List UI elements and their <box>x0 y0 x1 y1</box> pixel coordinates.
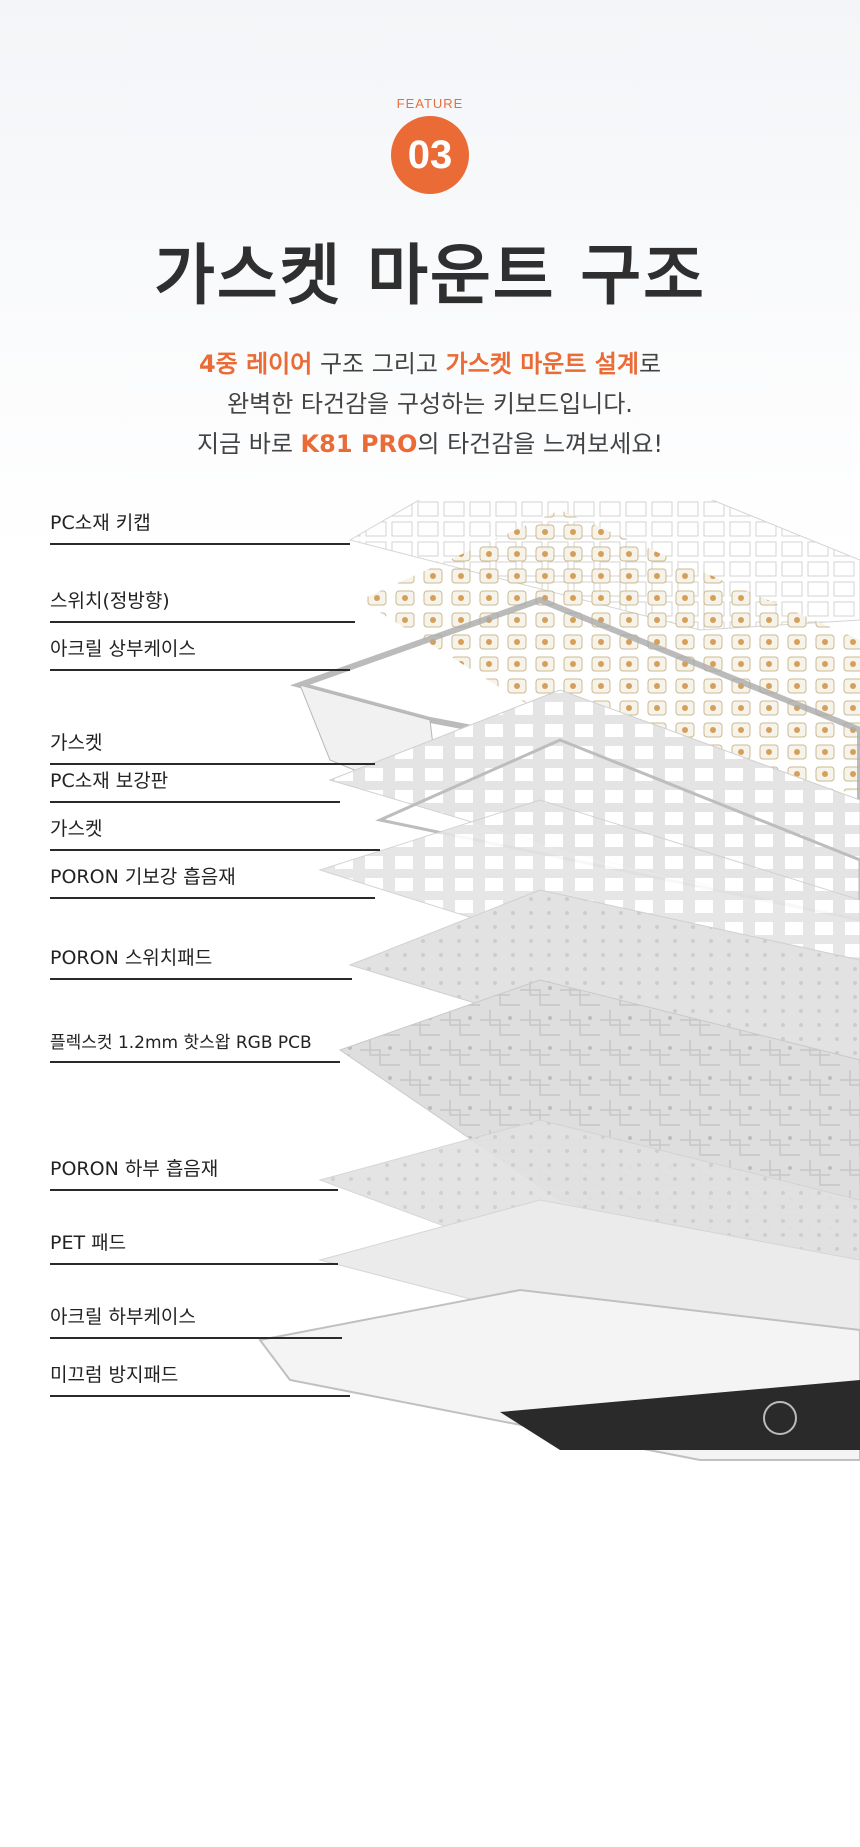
layer-label-text: 아크릴 상부케이스 <box>50 638 196 660</box>
layer-label-text: PC소재 키캡 <box>50 512 151 534</box>
description-line-3: 지금 바로 K81 PRO의 타건감을 느껴보세요! <box>0 424 860 464</box>
description-line-2: 완벽한 타건감을 구성하는 키보드입니다. <box>0 384 860 424</box>
feature-number-badge: 03 <box>391 116 469 194</box>
acrylic-bottom-case-layer <box>258 1288 860 1461</box>
description-segment: 가스켓 마운트 설계 <box>445 350 639 378</box>
layer-label-text: 아크릴 하부케이스 <box>50 1306 196 1328</box>
layer-label-text: PORON 하부 흡음재 <box>50 1158 219 1180</box>
layer-label: 가스켓 <box>50 814 380 851</box>
feature-number: 03 <box>407 132 453 177</box>
layer-label: PC소재 키캡 <box>50 508 350 545</box>
layer-label: PC소재 보강판 <box>50 766 340 803</box>
description: 4중 레이어 구조 그리고 가스켓 마운트 설계로 완벽한 타건감을 구성하는 … <box>0 344 860 464</box>
layer-label: PORON 스위치패드 <box>50 943 352 980</box>
layer-label-text: 가스켓 <box>50 818 103 840</box>
layer-label-text: 플렉스컷 1.2mm 핫스왑 RGB PCB <box>50 1033 312 1053</box>
layer-label-text: PET 패드 <box>50 1232 127 1254</box>
layer-label-text: PC소재 보강판 <box>50 770 169 792</box>
layer-label: 미끄럼 방지패드 <box>50 1360 350 1397</box>
layer-label: 플렉스컷 1.2mm 핫스왑 RGB PCB <box>50 1028 340 1063</box>
layer-label: PET 패드 <box>50 1228 338 1265</box>
layer-label: 스위치(정방향) <box>50 586 355 623</box>
layer-label-text: PORON 기보강 흡음재 <box>50 866 236 888</box>
description-segment: 4중 레이어 <box>198 350 313 378</box>
description-segment: K81 PRO <box>300 430 418 458</box>
layer-label: 아크릴 상부케이스 <box>50 634 350 671</box>
description-line-1: 4중 레이어 구조 그리고 가스켓 마운트 설계로 <box>0 344 860 384</box>
layer-label: PORON 기보강 흡음재 <box>50 862 375 899</box>
keyboard-layers-illustration <box>258 500 860 1461</box>
description-segment: 의 타건감을 느껴보세요! <box>417 430 664 458</box>
layer-label-text: 스위치(정방향) <box>50 590 170 612</box>
layer-label: 가스켓 <box>50 728 375 765</box>
description-segment: 완벽한 타건감을 구성하는 키보드입니다. <box>227 390 633 418</box>
description-segment: 구조 그리고 <box>312 350 446 378</box>
description-segment: 지금 바로 <box>196 430 301 458</box>
layer-label: 아크릴 하부케이스 <box>50 1302 342 1339</box>
switch-layer <box>360 510 860 800</box>
feature-label: FEATURE <box>396 96 464 111</box>
layer-label: PORON 하부 흡음재 <box>50 1154 338 1191</box>
layer-label-text: PORON 스위치패드 <box>50 947 213 969</box>
page-title: 가스켓 마운트 구조 <box>154 237 706 314</box>
layer-label-text: 미끄럼 방지패드 <box>50 1364 179 1386</box>
layer-label-text: 가스켓 <box>50 732 103 754</box>
description-segment: 로 <box>638 350 662 378</box>
